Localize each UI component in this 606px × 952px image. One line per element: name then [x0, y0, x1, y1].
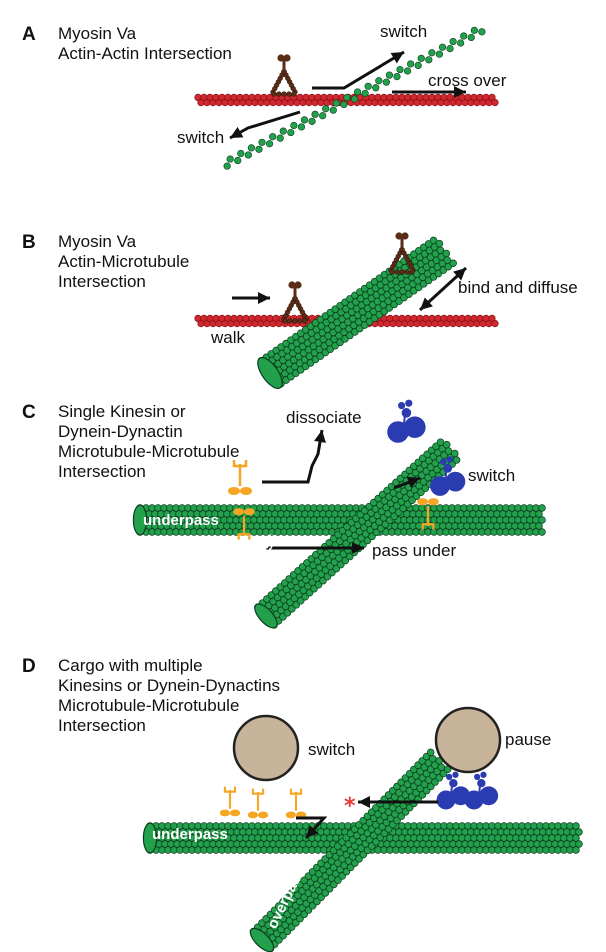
arrow-pause: [358, 796, 438, 808]
label-pass-under: pass under: [372, 541, 457, 560]
filaments-layer: [132, 26, 583, 952]
kinesin-d-1: [219, 786, 241, 817]
microtubule-d-overpass: [249, 748, 452, 952]
arrow-switch-d: [296, 816, 328, 840]
label-dissociate: dissociate: [286, 408, 362, 427]
label-walk: walk: [211, 328, 246, 347]
panel-a-title: Myosin Va Actin-Actin Intersection: [58, 24, 232, 64]
pause-asterisk-icon: *: [344, 794, 356, 819]
microtubule-b: [257, 236, 457, 390]
dynein-c-dissociating: [387, 399, 426, 443]
motors-layer: [219, 54, 502, 819]
arrow-switch-up: [312, 50, 405, 90]
actin-filament-diagonal: [223, 26, 486, 170]
panel-c-title-line-3: Microtubule-Microtubule: [58, 442, 240, 461]
panel-b-title: Myosin Va Actin-Microtubule Intersection: [58, 232, 189, 292]
panel-a-letter: A: [22, 24, 36, 45]
kinesin-d-3: [285, 788, 307, 819]
microtubule-d-underpass: [142, 822, 583, 854]
microtubule-c-overpass: [254, 438, 461, 629]
kinesin-c-lower: [233, 508, 255, 540]
arrow-cross-over: [392, 86, 466, 98]
arrow-walk: [232, 292, 270, 304]
label-underpass-d: underpass: [152, 826, 228, 843]
arrow-dissociate: [262, 429, 326, 484]
panel-b-letter: B: [22, 232, 36, 253]
panel-d-letter: D: [22, 656, 36, 677]
dynein-c-switching: [430, 456, 466, 496]
label-pause: pause: [505, 730, 552, 749]
arrow-switch-down: [229, 110, 301, 140]
label-switch-down: switch: [177, 128, 225, 147]
panel-d-title-line-4: Intersection: [58, 716, 146, 735]
panel-b-title-line-2: Actin-Microtubule: [58, 252, 190, 271]
kinesin-c-approach: [228, 460, 252, 495]
label-switch-d: switch: [308, 740, 356, 759]
panel-a-title-line-1: Myosin Va: [58, 24, 137, 43]
kinesin-d-2: [247, 788, 269, 819]
panel-b-title-line-3: Intersection: [58, 272, 146, 291]
panel-c-title-line-2: Dynein-Dynactin: [58, 422, 183, 441]
panel-d-title: Cargo with multiple Kinesins or Dynein-D…: [58, 656, 280, 736]
myosin-va-a: [270, 54, 298, 97]
panel-c-title: Single Kinesin or Dynein-Dynactin Microt…: [58, 402, 239, 482]
microtubule-c-underpass: [132, 504, 546, 536]
panel-d-title-line-1: Cargo with multiple: [58, 656, 203, 675]
panel-a-title-line-2: Actin-Actin Intersection: [58, 44, 232, 63]
arrow-pass-under: [266, 542, 364, 554]
label-switch-up: switch: [380, 22, 428, 41]
label-bind-and-diffuse: bind and diffuse: [458, 278, 578, 297]
panel-c-letter: C: [22, 402, 36, 423]
arrows-layer: *: [229, 50, 468, 840]
panel-b-title-line-1: Myosin Va: [58, 232, 137, 251]
label-cross-over: cross over: [428, 71, 507, 90]
arrow-switch-c: [393, 476, 421, 490]
myosin-va-b-walking: [281, 281, 309, 324]
panel-d-title-line-3: Microtubule-Microtubule: [58, 696, 240, 715]
label-underpass-c: underpass: [143, 512, 219, 529]
label-switch-c: switch: [468, 466, 516, 485]
arrow-bind-and-diffuse: [418, 266, 468, 312]
panel-c-title-line-1: Single Kinesin or: [58, 402, 186, 421]
myosin-va-b-bound: [388, 232, 416, 275]
dynein-d-2: [464, 771, 499, 810]
cargo-switching: [232, 714, 300, 782]
panel-d-title-line-2: Kinesins or Dynein-Dynactins: [58, 676, 281, 695]
kinesin-c-under: [417, 498, 439, 530]
cargo-paused: [434, 706, 502, 774]
panel-c-title-line-4: Intersection: [58, 462, 146, 481]
